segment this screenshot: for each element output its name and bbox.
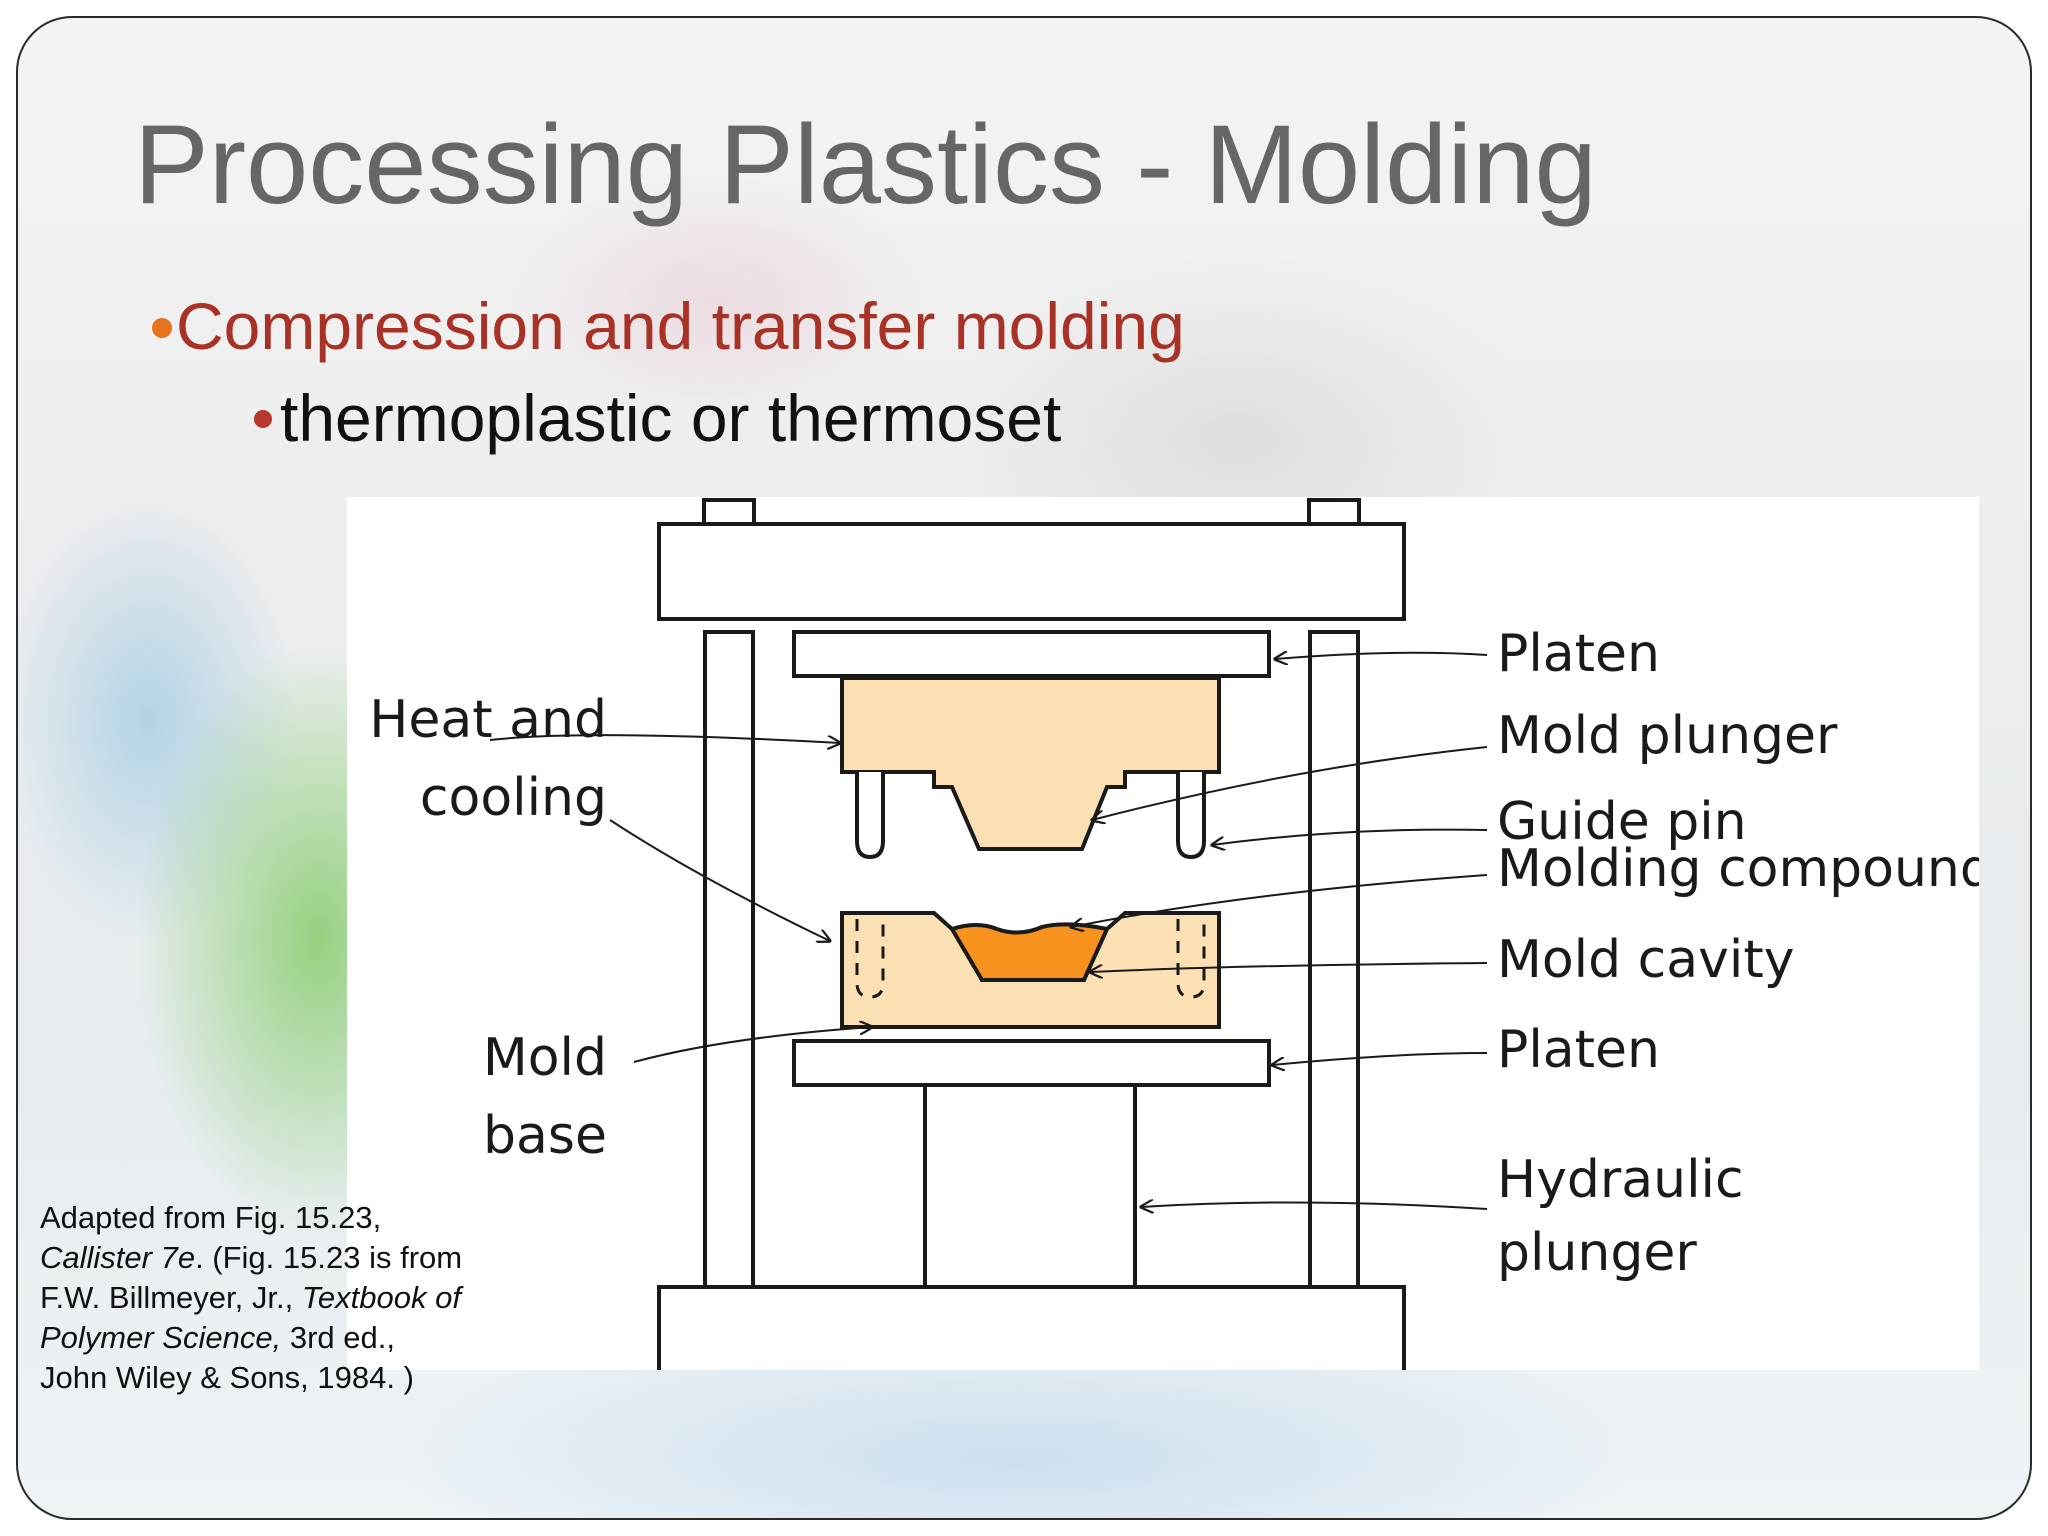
caption-line: Adapted from Fig. 15.23,	[40, 1200, 382, 1235]
label-hydraulic-plunger-2: plunger	[1497, 1223, 1697, 1283]
bullet-level-2: thermoplastic or thermoset	[254, 380, 1062, 456]
figure-caption: Adapted from Fig. 15.23, Callister 7e. (…	[40, 1198, 570, 1398]
label-platen-top: Platen	[1497, 624, 1660, 684]
compression-molding-diagram: Heat and cooling Mold base Platen Mold p…	[347, 497, 1979, 1370]
label-mold-cavity: Mold cavity	[1497, 930, 1795, 990]
top-crossbar	[657, 522, 1406, 621]
caption-line: John Wiley & Sons, 1984. )	[40, 1360, 414, 1395]
bullet-2-text: thermoplastic or thermoset	[280, 381, 1062, 455]
molding-compound	[949, 922, 1110, 982]
label-mold-base-2: base	[483, 1106, 607, 1166]
caption-line: Polymer Science, 3rd ed.,	[40, 1320, 395, 1355]
press-base	[657, 1285, 1406, 1370]
label-molding-compound: Molding compound	[1497, 839, 1979, 899]
bullet-1-text: Compression and transfer molding	[176, 289, 1185, 363]
leader-lines	[489, 653, 1488, 1209]
diagram-labels: Heat and cooling Mold base Platen Mold p…	[369, 624, 1979, 1283]
label-mold-base: Mold	[483, 1028, 607, 1088]
caption-line: F.W. Billmeyer, Jr., Textbook of	[40, 1280, 461, 1315]
mold-plunger	[840, 676, 1221, 860]
caption-line: Callister 7e. (Fig. 15.23 is from	[40, 1240, 463, 1275]
press-frame	[657, 498, 1406, 1370]
label-heat-and-cooling-2: cooling	[420, 768, 607, 828]
bullet-level-1: Compression and transfer molding	[152, 288, 1185, 364]
label-platen-bottom: Platen	[1497, 1020, 1660, 1080]
lower-platen	[792, 1039, 1271, 1087]
slide-title: Processing Plastics - Molding	[134, 102, 1597, 227]
label-hydraulic-plunger: Hydraulic	[1497, 1150, 1744, 1210]
label-heat-and-cooling: Heat and	[369, 690, 607, 750]
bullet-dot-icon	[152, 318, 172, 338]
label-mold-plunger: Mold plunger	[1497, 706, 1838, 766]
hydraulic-plunger	[923, 1083, 1137, 1289]
mold-base	[840, 911, 1221, 1029]
label-guide-pin: Guide pin	[1497, 792, 1747, 852]
upper-platen	[792, 630, 1271, 678]
bullet-dot-icon	[254, 410, 272, 428]
